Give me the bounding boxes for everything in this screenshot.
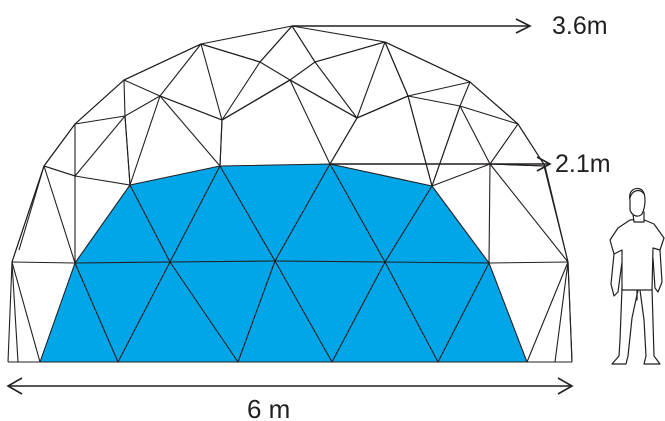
width-arrow <box>6 377 574 395</box>
height-top-label: 3.6m <box>552 12 608 40</box>
height-mid-label: 2.1m <box>555 150 611 178</box>
dome-frame <box>7 25 573 363</box>
height-mid-arrow <box>330 156 552 172</box>
standing-person-icon <box>609 187 665 365</box>
width-label: 6 m <box>247 394 290 421</box>
floor-area-fill <box>40 164 527 362</box>
ring-middle <box>43 163 546 187</box>
height-top-arrow <box>292 18 532 34</box>
